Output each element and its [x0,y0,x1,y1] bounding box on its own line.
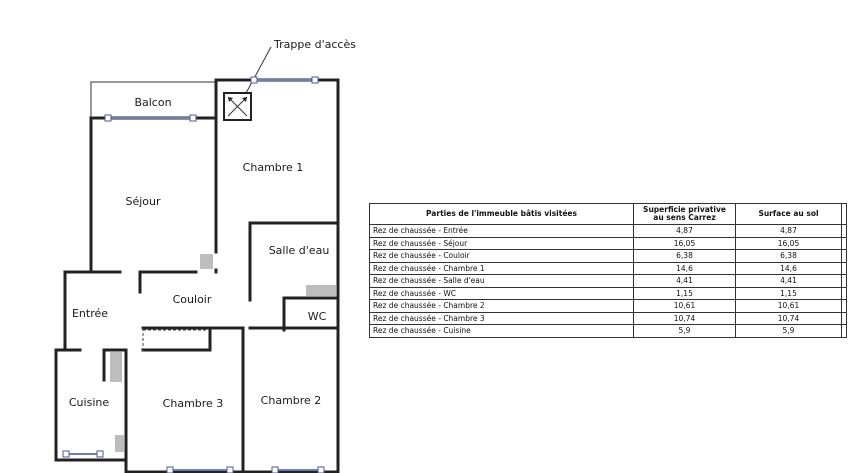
cell-cut [841,311,847,325]
cell-carrez: 5,9 [633,324,736,338]
cell-carrez: 4,87 [633,224,736,238]
cell-surface: 1,15 [735,286,842,300]
cell-part: Rez de chaussée - Chambre 1 [369,261,634,275]
table-row: Rez de chaussée - Cuisine 5,9 5,9 [369,324,847,338]
table-row: Rez de chaussée - Entrée 4,87 4,87 [369,224,847,238]
room-label-chambre2: Chambre 2 [261,394,322,407]
room-label-chambre1: Chambre 1 [243,161,304,174]
room-label-wc: WC [308,310,327,323]
room-label-balcon: Balcon [134,96,171,109]
balcony-outline [90,81,216,120]
fixture-salle-eau [306,285,336,296]
cell-part: Rez de chaussée - Chambre 2 [369,299,634,313]
cell-surface: 10,74 [735,311,842,325]
table-header-row: Parties de l'immeuble bâtis visitées Sup… [369,203,847,225]
room-label-salle-eau: Salle d'eau [269,244,330,257]
room-label-cuisine: Cuisine [69,396,109,409]
walls [54,78,340,473]
cell-carrez: 16,05 [633,236,736,250]
table-row: Rez de chaussée - Chambre 1 14,6 14,6 [369,261,847,275]
hatch-callout-line [244,46,272,96]
fixture-cuisine-2 [115,435,124,452]
cell-part: Rez de chaussée - Chambre 3 [369,311,634,325]
table-row: Rez de chaussée - Séjour 16,05 16,05 [369,236,847,250]
cell-carrez: 14,6 [633,261,736,275]
cell-cut [841,224,847,238]
room-label-sejour: Séjour [125,195,161,208]
cell-carrez: 1,15 [633,286,736,300]
cell-carrez: 10,61 [633,299,736,313]
window-chambre2 [271,466,325,473]
window-chambre3 [166,466,234,473]
surface-table: Parties de l'immeuble bâtis visitées Sup… [369,203,847,338]
fixture-cuisine-1 [110,352,122,382]
room-label-couloir: Couloir [173,293,212,306]
cell-surface: 4,87 [735,224,842,238]
table-row: Rez de chaussée - Chambre 3 10,74 10,74 [369,311,847,325]
cell-surface: 5,9 [735,324,842,338]
cell-surface: 14,6 [735,261,842,275]
cell-carrez: 6,38 [633,249,736,263]
cell-cut [841,324,847,338]
header-carrez: Superficie privative au sens Carrez [633,203,736,225]
window-balcon [104,114,197,122]
header-cut-column [841,203,847,225]
cell-part: Rez de chaussée - Couloir [369,249,634,263]
cell-cut [841,274,847,288]
cell-surface: 6,38 [735,249,842,263]
cell-part: Rez de chaussée - Salle d'eau [369,274,634,288]
cell-part: Rez de chaussée - WC [369,286,634,300]
header-parties: Parties de l'immeuble bâtis visitées [369,203,634,225]
hatch-label: Trappe d'accès Réserve en sous-sol [273,38,360,51]
room-label-entree: Entrée [72,307,108,320]
floor-plan: Trappe d'accès Réserve en sous-sol [54,38,360,473]
cell-cut [841,236,847,250]
cell-part: Rez de chaussée - Cuisine [369,324,634,338]
cell-carrez: 10,74 [633,311,736,325]
table-row: Rez de chaussée - WC 1,15 1,15 [369,286,847,300]
cell-cut [841,299,847,313]
cell-surface: 10,61 [735,299,842,313]
fixture-couloir [200,254,213,269]
table-row: Rez de chaussée - Chambre 2 10,61 10,61 [369,299,847,313]
cell-surface: 4,41 [735,274,842,288]
table-row: Rez de chaussée - Salle d'eau 4,41 4,41 [369,274,847,288]
header-surface-sol: Surface au sol [735,203,842,225]
cell-cut [841,249,847,263]
cell-part: Rez de chaussée - Entrée [369,224,634,238]
table-row: Rez de chaussée - Couloir 6,38 6,38 [369,249,847,263]
window-cuisine [62,450,104,458]
cell-cut [841,261,847,275]
window-top [250,76,319,84]
cell-part: Rez de chaussée - Séjour [369,236,634,250]
cell-surface: 16,05 [735,236,842,250]
hatch-symbol [223,92,252,121]
cell-cut [841,286,847,300]
cell-carrez: 4,41 [633,274,736,288]
room-label-chambre3: Chambre 3 [163,397,224,410]
